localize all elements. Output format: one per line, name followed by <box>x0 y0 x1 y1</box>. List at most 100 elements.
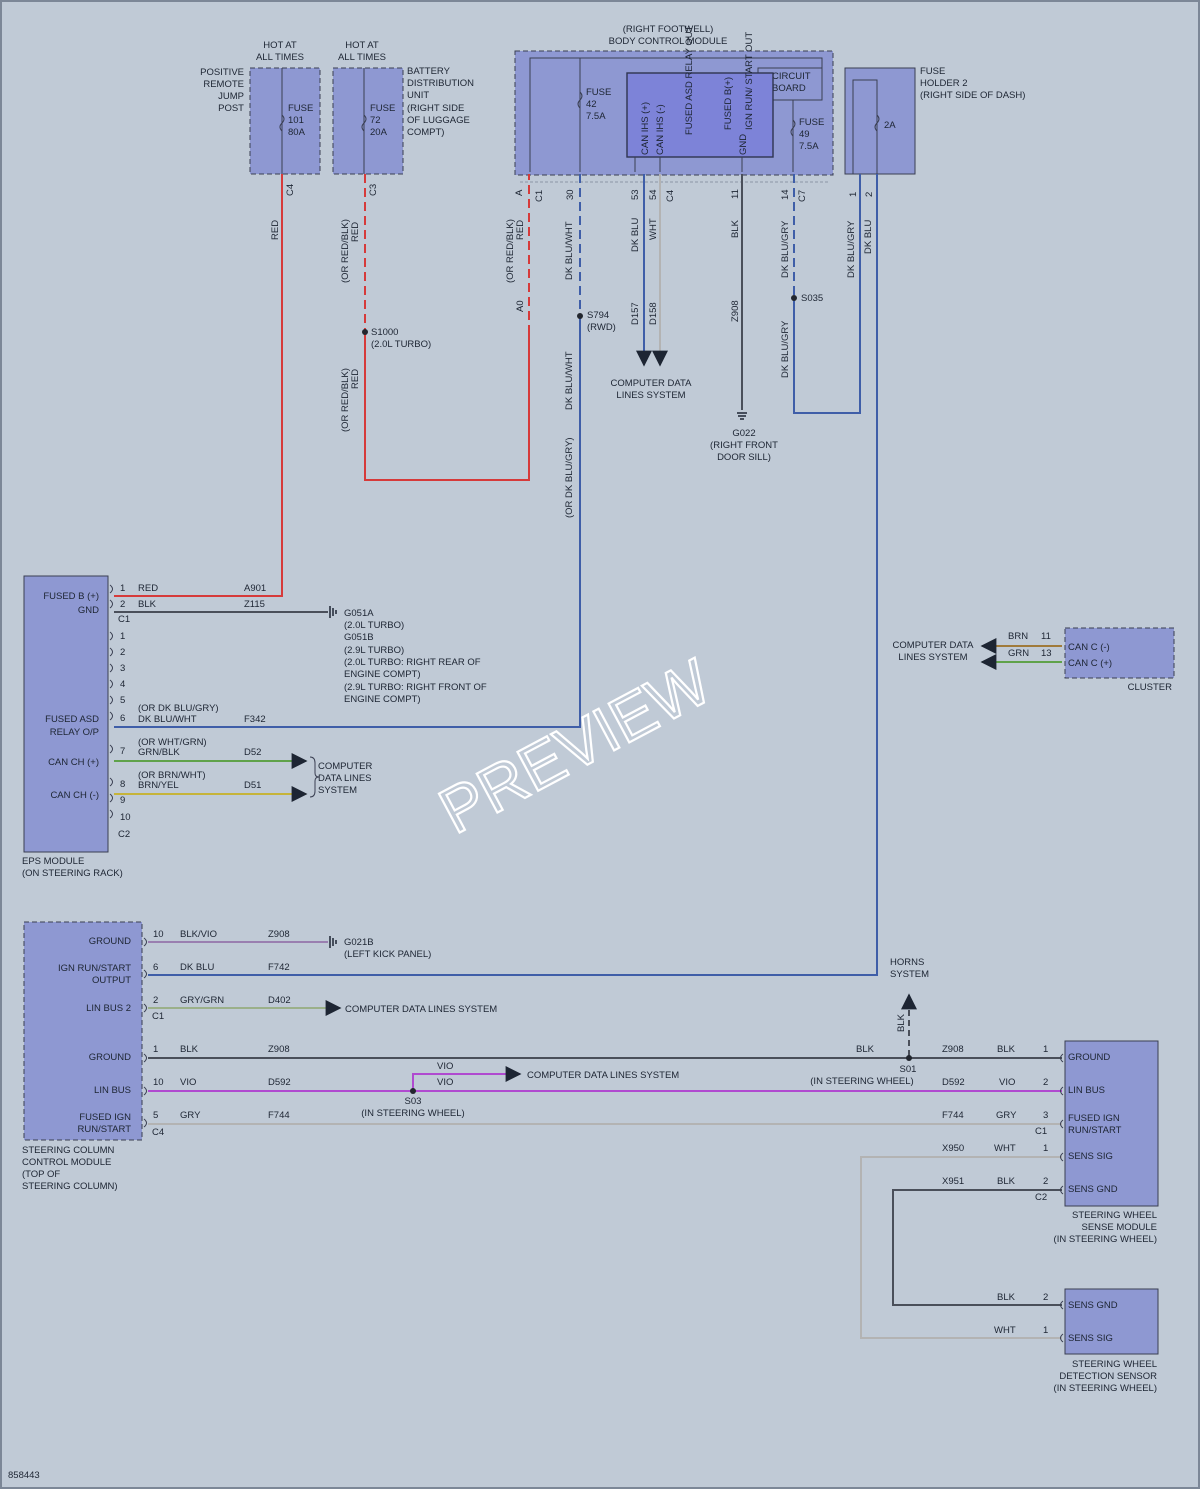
bdu-box <box>332 67 404 175</box>
splice-label: (IN STEERING WHEEL) <box>361 1108 464 1119</box>
pin-number: 11 <box>1041 631 1051 642</box>
circuit-id: D402 <box>268 995 291 1006</box>
hot-label: HOT AT <box>263 40 297 51</box>
pin-function: LIN BUS <box>94 1085 131 1096</box>
bcm-title: BODY CONTROL MODULE <box>609 36 728 47</box>
wire-color: DK BLU <box>863 220 874 254</box>
pin-function: OUTPUT <box>92 975 131 986</box>
pin-number: 14 <box>780 189 791 200</box>
wire-color: BLK <box>138 599 157 610</box>
circuit-id: F742 <box>268 962 290 973</box>
module-location: (IN STEERING WHEEL) <box>1054 1234 1157 1245</box>
wire-color: VIO <box>437 1077 453 1088</box>
connector-id: C4 <box>665 190 676 202</box>
pin-number: 6 <box>153 962 158 973</box>
fuse-rating: 80A <box>288 127 306 138</box>
splice-label: S01 <box>900 1064 917 1075</box>
pin-number: 1 <box>1043 1143 1048 1154</box>
pin-number: 54 <box>648 189 659 200</box>
connector-id: C4 <box>285 184 296 196</box>
wire-color: DK BLU/GRY <box>846 220 857 278</box>
pin-number: 10 <box>120 812 131 823</box>
wire-color: BLK <box>896 1013 907 1032</box>
destination-label: COMPUTER <box>318 761 373 772</box>
ground-label: G022 <box>732 428 755 439</box>
pin-number: 3 <box>1043 1110 1048 1121</box>
bcm-pin-label: CAN IHS (-) <box>655 104 666 155</box>
circuit-id: F744 <box>942 1110 964 1121</box>
destination-label: COMPUTER DATA <box>893 640 975 651</box>
destination-label: COMPUTER DATA <box>611 378 693 389</box>
bdu-label: OF LUGGAGE <box>407 115 470 126</box>
circuit-id: F744 <box>268 1110 290 1121</box>
pin-function: IGN RUN/START <box>58 963 131 974</box>
fuse-holder-label: (RIGHT SIDE OF DASH) <box>920 90 1025 101</box>
pin-function: RELAY O/P <box>50 727 99 738</box>
splice-label: (IN STEERING WHEEL) <box>810 1076 913 1087</box>
wire-color: BLK <box>997 1044 1016 1055</box>
splice-s1000 <box>362 329 368 335</box>
bdu-label: (RIGHT SIDE <box>407 103 464 114</box>
wire-color: DK BLU <box>180 962 214 973</box>
pin-number: 2 <box>1043 1176 1048 1187</box>
wire-color: DK BLU <box>630 218 641 252</box>
wire-a901 <box>114 174 283 597</box>
wire-color-alt: (OR RED/BLK) <box>505 219 516 283</box>
cluster-box <box>1064 627 1175 679</box>
pin-number: 1 <box>848 192 859 197</box>
connector-id: C2 <box>118 829 130 840</box>
fuse-number: 42 <box>586 99 597 110</box>
circuit-id: D51 <box>244 780 261 791</box>
eps-module-box <box>23 575 109 853</box>
pin-number: 2 <box>864 192 875 197</box>
pin-number: 6 <box>120 713 125 724</box>
pin-number: 7 <box>120 746 125 757</box>
splice-s01 <box>906 1055 912 1061</box>
bcm-inner-block <box>626 72 774 158</box>
destination-label: LINES SYSTEM <box>898 652 967 663</box>
pin-number: 3 <box>120 663 125 674</box>
wire-color: BRN <box>1008 631 1028 642</box>
connector-pins <box>1060 1053 1064 1195</box>
ground-symbol-icon <box>737 412 747 420</box>
connector-pins <box>109 584 113 819</box>
pin-number: 10 <box>153 929 164 940</box>
circuit-id: D157 <box>630 302 641 325</box>
pin-function: RUN/START <box>1068 1125 1122 1136</box>
fuse-holder-box <box>844 67 916 175</box>
jump-post-label: POSITIVE <box>200 67 244 78</box>
wire-color: GRY <box>996 1110 1017 1121</box>
ground-symbol-icon <box>329 936 337 948</box>
pin-number: 4 <box>120 679 125 690</box>
pin-function: SENS SIG <box>1068 1333 1113 1344</box>
jump-post-box <box>249 67 321 175</box>
figure-id: 858443 <box>8 1470 40 1481</box>
fuse-label: FUSE <box>586 87 611 98</box>
pin-number: 2 <box>1043 1077 1048 1088</box>
pin-function: CAN C (+) <box>1068 658 1112 669</box>
top-connector-labels: C4 C3 A C1 30 53 54 C4 11 14 C7 1 2 <box>285 181 875 202</box>
fuse-holder-2: 2A FUSE HOLDER 2 (RIGHT SIDE OF DASH) <box>844 66 1025 175</box>
wire-color: VIO <box>999 1077 1015 1088</box>
pin-number: 2 <box>120 647 125 658</box>
wire-color: GRY <box>180 1110 201 1121</box>
circuit-board-label: CIRCUIT <box>772 71 811 82</box>
fuse-rating: 20A <box>370 127 388 138</box>
destination-label: DATA LINES <box>318 773 372 784</box>
connector-pins <box>1060 1300 1064 1343</box>
positive-remote-jump-post: HOT AT ALL TIMES POSITIVE REMOTE JUMP PO… <box>200 40 321 175</box>
connector-id: C1 <box>1035 1126 1047 1137</box>
module-name: SENSE MODULE <box>1082 1222 1158 1233</box>
pin-number: 1 <box>1043 1325 1048 1336</box>
pin-function: LIN BUS 2 <box>86 1003 131 1014</box>
wire-dkblugry <box>793 174 861 414</box>
pin-function: GROUND <box>89 1052 131 1063</box>
wire-color: DK BLU/WHT <box>138 714 197 725</box>
circuit-id: X950 <box>942 1143 964 1154</box>
circuit-id: D52 <box>244 747 261 758</box>
pin-number: 1 <box>120 631 125 642</box>
pin-number: 11 <box>730 189 741 199</box>
circuit-id: D592 <box>942 1077 965 1088</box>
pin-function: CAN C (-) <box>1068 642 1110 653</box>
destination-label: COMPUTER DATA LINES SYSTEM <box>345 1004 497 1015</box>
